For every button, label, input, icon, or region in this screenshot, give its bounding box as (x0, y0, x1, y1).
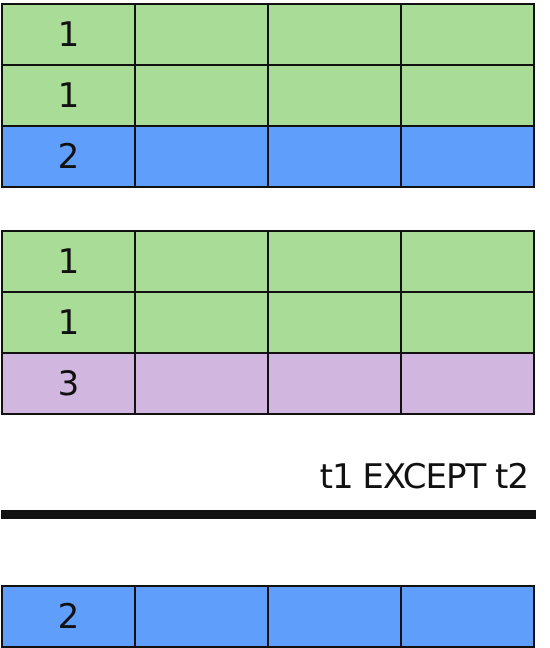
cell (400, 230, 535, 293)
table-result: 2 (1, 585, 535, 648)
cell (134, 64, 269, 127)
cell (267, 64, 402, 127)
cell (134, 585, 269, 648)
cell (400, 64, 535, 127)
key-cell: 1 (1, 3, 136, 66)
table-row: 1 (1, 3, 535, 66)
table-t1: 1 1 2 (1, 3, 535, 188)
cell (400, 585, 535, 648)
cell (134, 230, 269, 293)
key-cell: 2 (1, 585, 136, 648)
cell (134, 125, 269, 188)
cell (400, 125, 535, 188)
cell (400, 291, 535, 354)
cell (400, 352, 535, 415)
cell (267, 291, 402, 354)
cell (267, 352, 402, 415)
table-row: 1 (1, 230, 535, 293)
table-row: 2 (1, 125, 535, 188)
cell (267, 3, 402, 66)
key-cell: 1 (1, 291, 136, 354)
divider (1, 510, 536, 519)
table-row: 1 (1, 64, 535, 127)
table-row: 1 (1, 291, 535, 354)
key-cell: 3 (1, 352, 136, 415)
key-cell: 1 (1, 230, 136, 293)
cell (134, 291, 269, 354)
cell (267, 230, 402, 293)
table-row: 2 (1, 585, 535, 648)
key-cell: 1 (1, 64, 136, 127)
key-cell: 2 (1, 125, 136, 188)
cell (267, 585, 402, 648)
operation-label: t1 EXCEPT t2 (319, 457, 529, 497)
table-t2: 1 1 3 (1, 230, 535, 415)
cell (134, 3, 269, 66)
table-row: 3 (1, 352, 535, 415)
cell (134, 352, 269, 415)
cell (400, 3, 535, 66)
cell (267, 125, 402, 188)
